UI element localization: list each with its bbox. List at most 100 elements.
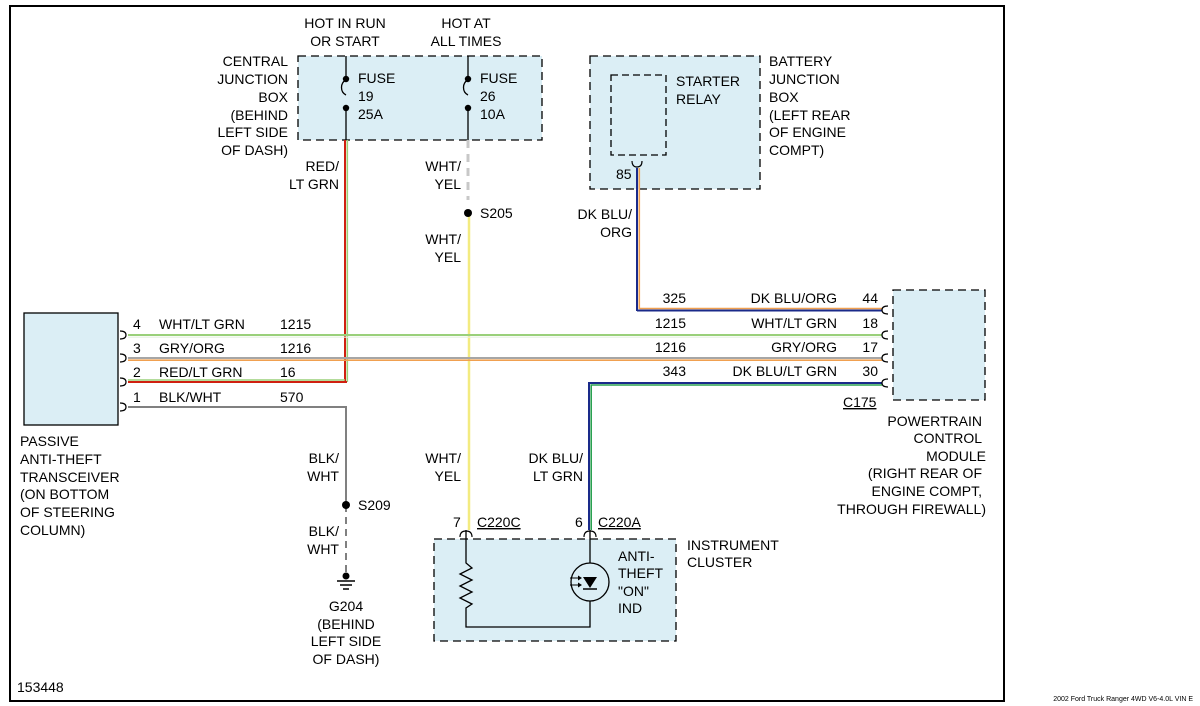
svg-text:ALL TIMES: ALL TIMES [431, 33, 502, 49]
svg-text:MODULE: MODULE [926, 448, 986, 464]
transceiver-row-1: 1 BLK/WHT 570 [133, 389, 304, 405]
svg-text:ANTI-THEFT: ANTI-THEFT [20, 451, 102, 467]
svg-text:JUNCTION: JUNCTION [769, 71, 840, 87]
svg-text:(LEFT REAR: (LEFT REAR [769, 107, 850, 123]
svg-text:(RIGHT REAR OF: (RIGHT REAR OF [868, 465, 982, 481]
svg-text:OF DASH): OF DASH) [221, 142, 288, 158]
splice-s205-dot [464, 209, 472, 217]
svg-text:CONTROL: CONTROL [914, 430, 983, 446]
svg-text:25A: 25A [358, 106, 384, 122]
svg-text:THROUGH FIREWALL): THROUGH FIREWALL) [837, 501, 986, 517]
fuse26-bottom-dot [464, 104, 472, 112]
svg-text:"ON": "ON" [618, 583, 649, 599]
svg-text:WHT: WHT [307, 468, 339, 484]
svg-text:INSTRUMENT: INSTRUMENT [687, 537, 779, 553]
svg-text:570: 570 [280, 389, 304, 405]
fuse26-label: FUSE 26 10A [480, 70, 517, 122]
svg-text:ORG: ORG [600, 224, 632, 240]
svg-text:BLK/: BLK/ [309, 450, 339, 466]
svg-text:(ON BOTTOM: (ON BOTTOM [20, 486, 109, 502]
battery-junction-box-label: BATTERY JUNCTION BOX (LEFT REAR OF ENGIN… [769, 53, 850, 158]
pcm-row-30: 343 DK BLU/LT GRN 30 [663, 363, 879, 379]
svg-text:4: 4 [133, 316, 141, 332]
fuse19-top-dot [342, 75, 350, 83]
svg-text:LEFT SIDE: LEFT SIDE [311, 633, 382, 649]
blk-wht-upper-label: BLK/ WHT [307, 450, 339, 484]
dk-blu-org-vertical-label: DK BLU/ ORG [578, 206, 633, 240]
svg-text:6: 6 [575, 514, 583, 530]
svg-text:OR START: OR START [310, 33, 380, 49]
svg-text:343: 343 [663, 363, 687, 379]
svg-text:FUSE: FUSE [480, 70, 517, 86]
starter-relay [610, 74, 667, 156]
wht-yel-lower-label: WHT/ YEL [425, 450, 461, 484]
svg-text:1215: 1215 [280, 316, 311, 332]
pcm-row-44: 325 DK BLU/ORG 44 [663, 290, 879, 306]
figure-number: 153448 [17, 679, 64, 695]
svg-text:DK BLU/ORG: DK BLU/ORG [751, 290, 837, 306]
splice-s205-label: S205 [480, 205, 513, 221]
svg-text:COMPT): COMPT) [769, 142, 824, 158]
svg-text:ENGINE COMPT,: ENGINE COMPT, [872, 483, 982, 499]
instrument-cluster-label: INSTRUMENT CLUSTER [687, 537, 779, 570]
wht-yel-middle-label: WHT/ YEL [425, 231, 461, 265]
hot-in-run-label: HOT IN RUN OR START [304, 15, 385, 49]
svg-text:1216: 1216 [655, 339, 686, 355]
svg-text:30: 30 [862, 363, 878, 379]
dk-blu-lt-grn-vertical-label: DK BLU/ LT GRN [529, 450, 584, 484]
vehicle-footer: 2002 Ford Truck Ranger 4WD V6-4.0L VIN E [1053, 696, 1193, 703]
central-junction-box [297, 55, 543, 141]
svg-text:YEL: YEL [435, 176, 462, 192]
svg-text:(BEHIND: (BEHIND [317, 616, 375, 632]
splice-s209-dot [342, 501, 350, 509]
c220a-label: 6 C220A [575, 514, 641, 530]
svg-text:BOX: BOX [769, 89, 799, 105]
svg-text:YEL: YEL [435, 249, 462, 265]
svg-text:44: 44 [862, 290, 878, 306]
central-junction-box-label: CENTRAL JUNCTION BOX (BEHIND LEFT SIDE O… [217, 53, 288, 158]
pcm-connector-c175: C175 [843, 394, 877, 410]
led-indicator-icon [570, 562, 610, 602]
transceiver-label: PASSIVE ANTI-THEFT TRANSCEIVER (ON BOTTO… [20, 433, 120, 538]
svg-text:1216: 1216 [280, 340, 311, 356]
svg-text:THEFT: THEFT [618, 565, 664, 581]
svg-text:LT GRN: LT GRN [289, 176, 339, 192]
svg-text:DK BLU/: DK BLU/ [578, 206, 633, 222]
pcm-connector-symbols [881, 305, 889, 388]
svg-text:3: 3 [133, 340, 141, 356]
diagram-frame [9, 5, 1005, 702]
svg-text:BLK/: BLK/ [309, 523, 339, 539]
svg-text:DK BLU/: DK BLU/ [529, 450, 584, 466]
blk-wht-lower-label: BLK/ WHT [307, 523, 339, 557]
svg-text:POWERTRAIN: POWERTRAIN [887, 413, 982, 429]
dk-blu-lt-grn-green [590, 384, 882, 530]
svg-text:G204: G204 [329, 598, 363, 614]
svg-text:CLUSTER: CLUSTER [687, 554, 752, 570]
hot-at-all-times-label: HOT AT ALL TIMES [431, 15, 502, 49]
svg-text:GRY/ORG: GRY/ORG [159, 340, 225, 356]
svg-text:RED/LT GRN: RED/LT GRN [159, 364, 243, 380]
cluster-resistor-circuit [458, 539, 591, 628]
svg-text:OF DASH): OF DASH) [313, 651, 380, 667]
transceiver-box [23, 312, 119, 426]
pcm-box [892, 289, 986, 401]
svg-text:7: 7 [453, 514, 461, 530]
wht-yel-upper-label: WHT/ YEL [425, 158, 461, 192]
svg-text:GRY/ORG: GRY/ORG [771, 339, 837, 355]
starter-relay-label: STARTER RELAY [676, 73, 740, 107]
svg-text:C220C: C220C [477, 514, 521, 530]
svg-text:19: 19 [358, 88, 374, 104]
svg-text:OF STEERING: OF STEERING [20, 504, 115, 520]
transceiver-row-2: 2 RED/LT GRN 16 [133, 364, 296, 380]
svg-text:OF ENGINE: OF ENGINE [769, 124, 846, 140]
svg-text:BATTERY: BATTERY [769, 53, 833, 69]
svg-text:HOT AT: HOT AT [441, 15, 491, 31]
svg-text:C220A: C220A [598, 514, 641, 530]
red-lt-grn-vertical-label: RED/ LT GRN [289, 158, 339, 192]
svg-text:RELAY: RELAY [676, 91, 722, 107]
svg-text:RED/: RED/ [306, 158, 340, 174]
svg-text:17: 17 [862, 339, 878, 355]
svg-text:16: 16 [280, 364, 296, 380]
svg-text:WHT/: WHT/ [425, 450, 461, 466]
svg-text:18: 18 [862, 315, 878, 331]
